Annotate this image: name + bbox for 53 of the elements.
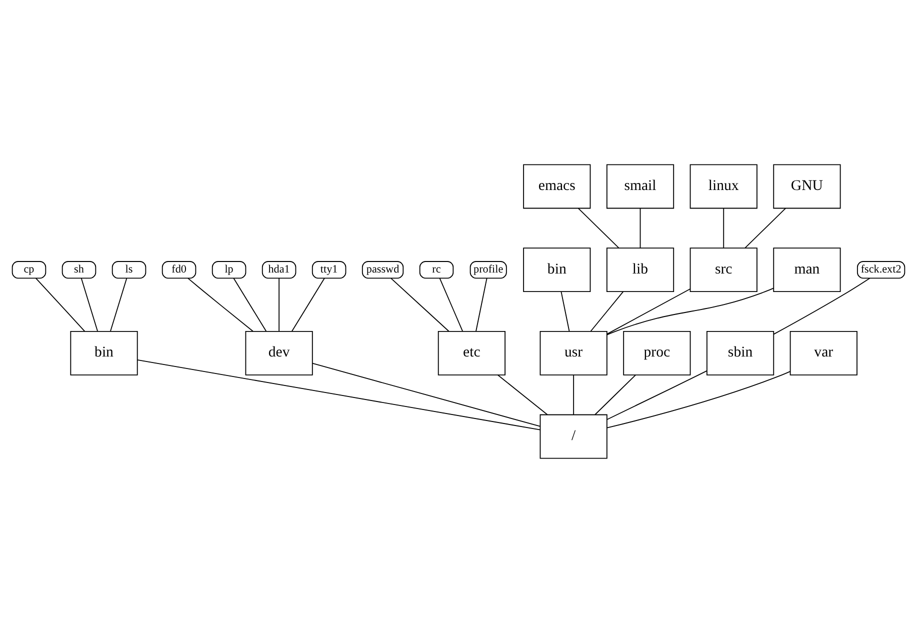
connector <box>312 362 541 427</box>
node-box: passwd <box>362 261 404 279</box>
connector <box>137 359 541 430</box>
node-box: profile <box>470 261 507 279</box>
connector <box>606 370 708 420</box>
node-box: smail <box>606 164 674 209</box>
node-box: fd0 <box>162 261 196 279</box>
node-box: lib <box>606 248 674 292</box>
node-box: sbin <box>706 330 774 376</box>
connector <box>291 278 325 332</box>
connector <box>439 278 464 332</box>
node-box: usr <box>540 330 608 376</box>
connector <box>640 208 641 248</box>
connector <box>744 208 786 248</box>
node-box: var <box>790 330 858 376</box>
connector <box>578 208 620 248</box>
connector <box>35 278 86 332</box>
connector <box>278 278 280 332</box>
connector <box>590 291 624 332</box>
connector <box>233 278 267 332</box>
node-box: src <box>690 248 758 292</box>
connector <box>110 278 128 332</box>
node-box: tty1 <box>312 261 346 279</box>
node-box: / <box>540 414 608 459</box>
connector <box>723 208 724 248</box>
connector <box>80 278 98 332</box>
node-box: etc <box>438 330 506 376</box>
node-box: GNU <box>773 164 841 209</box>
node-box: man <box>773 248 841 292</box>
connector <box>773 278 870 335</box>
connector <box>188 278 254 332</box>
node-box: bin <box>523 248 591 292</box>
node-box: sh <box>62 261 96 279</box>
node-box: emacs <box>523 164 591 209</box>
node-box: rc <box>419 261 454 279</box>
connector <box>594 374 636 416</box>
node-box: cp <box>12 261 46 279</box>
connector <box>390 278 450 332</box>
node-box: hda1 <box>262 261 296 279</box>
node-box: bin <box>70 330 138 376</box>
connector <box>476 278 488 332</box>
connector <box>606 288 691 334</box>
connector <box>573 374 574 416</box>
node-box: dev <box>245 330 313 376</box>
node-box: lp <box>212 261 246 279</box>
connector <box>606 288 774 336</box>
connector <box>606 371 791 428</box>
node-box: proc <box>623 330 691 376</box>
node-box: fsck.ext2 <box>856 261 906 279</box>
node-box: ls <box>112 261 146 279</box>
connector <box>497 374 548 416</box>
connector <box>560 291 570 332</box>
node-box: linux <box>690 164 758 209</box>
